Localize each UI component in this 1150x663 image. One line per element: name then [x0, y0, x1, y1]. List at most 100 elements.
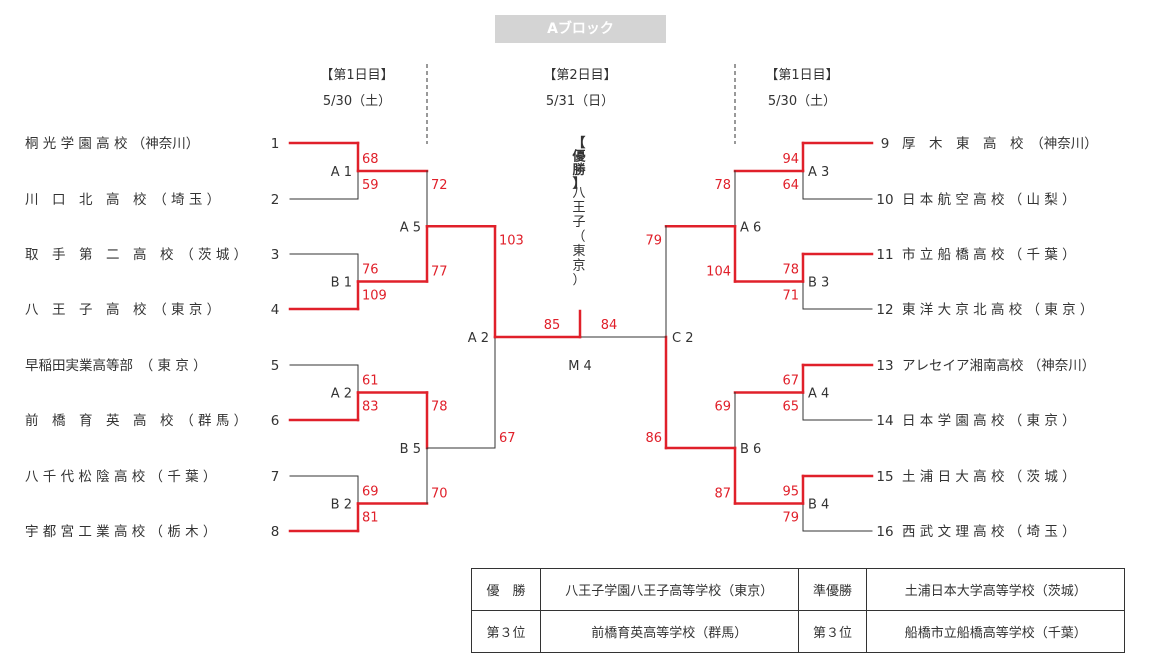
score: 78	[431, 400, 448, 415]
score: 85	[544, 318, 561, 333]
third-place-label-2: 第３位	[797, 610, 868, 653]
match-label: M 4	[568, 359, 592, 374]
match-label: A 6	[740, 220, 761, 235]
bracket-labels: A 1 68 59 B 1 76 109 A 2 61 83 B 2 69 81 A 5 72 77 B 5 7…	[331, 152, 830, 526]
score: 65	[782, 400, 799, 415]
score: 72	[431, 178, 448, 193]
match-label: C 2	[672, 331, 693, 346]
team-seed-right: 14	[876, 413, 893, 429]
team-name-right: 土 浦 日 大 高 校 （ 茨 城 ）	[902, 468, 1076, 485]
score: 79	[645, 233, 662, 248]
runner-up-label: 準優勝	[797, 568, 868, 611]
score: 70	[431, 487, 448, 502]
score: 78	[714, 178, 731, 193]
score: 109	[362, 289, 387, 304]
score: 94	[782, 152, 799, 167]
team-name-left: 宇 都 宮 工 業 高 校 （ 栃 木 ）	[25, 523, 216, 540]
team-name-right: 日 本 航 空 高 校 （ 山 梨 ）	[902, 191, 1076, 208]
team-name-left: 桐 光 学 園 高 校 （神奈川）	[25, 135, 199, 152]
score: 67	[782, 374, 799, 389]
match-label: A 5	[400, 220, 421, 235]
block-header: Aブロック	[495, 15, 666, 43]
third-place-school: 前橋育英高等学校（群馬）	[539, 610, 799, 653]
block-title: Aブロック	[547, 21, 614, 37]
team-name-right: 厚 木 東 高 校 （神奈川）	[902, 135, 1098, 152]
right-team-list: 9 厚 木 東 高 校 （神奈川） 10 日 本 航 空 高 校 （ 山 梨 ） 11 市…	[876, 135, 1097, 540]
bracket-lines	[288, 141, 874, 533]
champion-heading: 【優勝】	[571, 135, 586, 192]
team-seed-left: 7	[271, 469, 280, 485]
runner-up-school: 土浦日本大学高等学校（茨城）	[866, 568, 1125, 611]
team-name-left: 前 橋 育 英 高 校 （ 群 馬 ）	[25, 412, 247, 429]
team-name-right: 市 立 船 橋 高 校 （ 千 葉 ）	[902, 246, 1076, 263]
day-label-left: 【第1日目】	[320, 68, 393, 83]
team-seed-left: 3	[271, 247, 280, 263]
team-name-right: 西 武 文 理 高 校 （ 埼 玉 ）	[902, 523, 1076, 540]
team-seed-right: 10	[876, 192, 893, 208]
score: 103	[499, 233, 524, 248]
score: 77	[431, 265, 448, 280]
match-label: B 4	[808, 498, 829, 513]
champion-label: 【優勝】 八王子（東京）	[571, 135, 586, 288]
day-date-right: 5/30（土）	[768, 94, 836, 109]
score: 69	[362, 485, 379, 500]
team-name-right: 日 本 学 園 高 校 （ 東 京 ）	[902, 412, 1076, 429]
day-date-center: 5/31（日）	[546, 94, 614, 109]
team-seed-left: 4	[271, 302, 280, 318]
score: 61	[362, 374, 379, 389]
winner-label: 優 勝	[471, 568, 541, 611]
team-name-left: 川 口 北 高 校 （ 埼 玉 ）	[25, 191, 220, 208]
team-seed-left: 6	[271, 413, 280, 429]
team-seed-left: 1	[271, 136, 280, 152]
team-seed-left: 5	[271, 358, 280, 374]
day-label-right: 【第1日目】	[765, 68, 838, 83]
match-label: A 4	[808, 387, 829, 402]
score: 84	[601, 318, 618, 333]
team-name-left: 早稲田実業高等部 （ 東 京 ）	[25, 357, 207, 374]
score: 78	[782, 263, 799, 278]
third-place-label: 第３位	[471, 610, 541, 653]
team-seed-right: 13	[876, 358, 893, 374]
match-label: A 2	[468, 331, 489, 346]
match-label: B 5	[400, 442, 421, 457]
team-seed-right: 12	[876, 302, 893, 318]
score: 68	[362, 152, 379, 167]
team-name-right: 東 洋 大 京 北 高 校 （ 東 京 ）	[902, 301, 1093, 318]
score: 104	[706, 265, 731, 280]
match-label: B 2	[331, 498, 352, 513]
score: 87	[714, 487, 731, 502]
results-row: 第３位 前橋育英高等学校（群馬） 第３位 船橋市立船橋高等学校（千葉）	[471, 610, 1125, 653]
score: 83	[362, 400, 379, 415]
match-label: A 1	[331, 165, 352, 180]
third-place-school-2: 船橋市立船橋高等学校（千葉）	[866, 610, 1125, 653]
score: 86	[645, 431, 662, 446]
team-seed-right: 16	[876, 524, 893, 540]
team-seed-right: 9	[881, 136, 890, 152]
team-seed-right: 11	[876, 247, 893, 263]
score: 69	[714, 400, 731, 415]
match-label: B 3	[808, 276, 829, 291]
team-name-right: アレセイア湘南高校 （神奈川）	[902, 357, 1095, 374]
match-label: A 3	[808, 165, 829, 180]
match-label: B 1	[331, 276, 352, 291]
team-name-left: 八 王 子 高 校 （ 東 京 ）	[25, 301, 220, 318]
results-row: 優 勝 八王子学園八王子高等学校（東京） 準優勝 土浦日本大学高等学校（茨城）	[471, 568, 1125, 611]
match-label: B 6	[740, 442, 761, 457]
champion-name: 八王子（東京）	[572, 186, 585, 288]
team-name-left: 取 手 第 二 高 校 （ 茨 城 ）	[25, 246, 247, 263]
score: 76	[362, 263, 379, 278]
score: 79	[782, 511, 799, 526]
score: 71	[782, 289, 799, 304]
score: 95	[782, 485, 799, 500]
score: 81	[362, 511, 379, 526]
day-date-left: 5/30（土）	[323, 94, 391, 109]
score: 59	[362, 178, 379, 193]
team-seed-right: 15	[876, 469, 893, 485]
match-label: A 2	[331, 387, 352, 402]
team-name-left: 八 千 代 松 陰 高 校 （ 千 葉 ）	[25, 468, 216, 485]
team-seed-left: 2	[271, 192, 280, 208]
score: 67	[499, 431, 516, 446]
score: 64	[782, 178, 799, 193]
left-team-list: 桐 光 学 園 高 校 （神奈川） 1 川 口 北 高 校 （ 埼 玉 ） 2 取 手 …	[25, 135, 279, 540]
